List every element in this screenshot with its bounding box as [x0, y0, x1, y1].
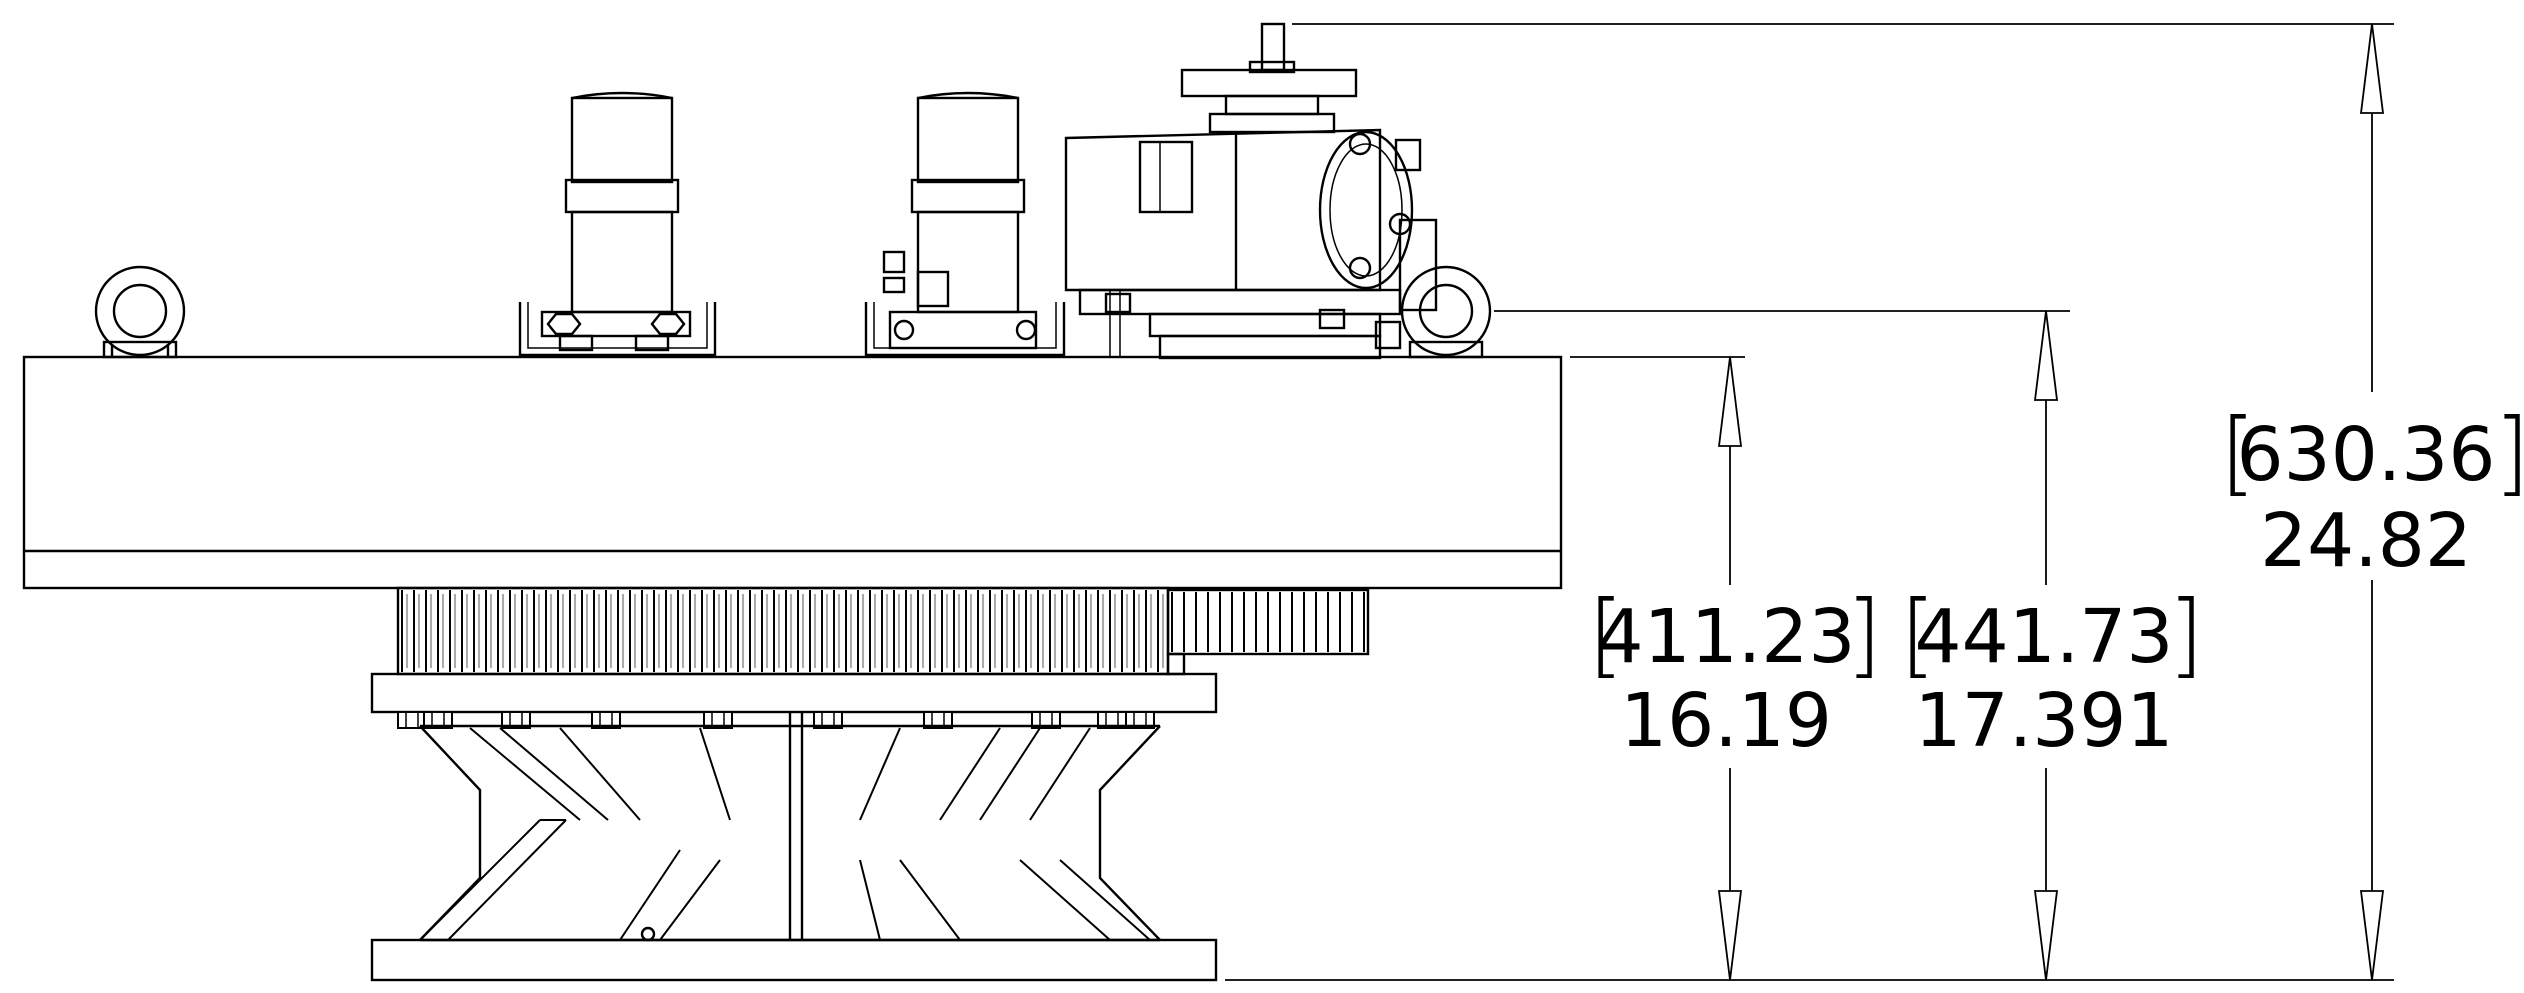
lifting-eye-left — [94, 265, 186, 359]
dimension-2-metric: 441.73 — [1915, 594, 2174, 680]
svg-text:[: [ — [2220, 399, 2256, 506]
svg-text:[: [ — [1588, 581, 1624, 688]
svg-text:]: ] — [2168, 581, 2204, 688]
svg-text:]: ] — [2494, 399, 2524, 506]
bolt-head — [923, 711, 953, 729]
svg-text:[: [ — [1900, 581, 1936, 688]
dimension-lifting-eye: [ ] 441.73 17.391 — [1900, 310, 2204, 981]
upper-flange — [370, 672, 1218, 714]
motor-center — [864, 91, 1066, 357]
dimension-1-imperial: 16.19 — [1620, 678, 1832, 764]
bolt-head — [1097, 711, 1127, 729]
dimension-overall-plate: [ ] 411.23 16.19 — [1588, 356, 1882, 981]
lifting-eye-right — [1400, 265, 1492, 359]
dimension-3-metric: 630.36 — [2237, 412, 2496, 498]
extension-lines — [1225, 23, 2394, 981]
bolt-head — [1125, 711, 1155, 729]
dimension-overall-height: [ ] 630.36 24.82 — [2220, 23, 2524, 981]
bolt-row — [397, 711, 1155, 729]
lower-flange — [370, 938, 1218, 982]
bolt-head — [703, 711, 733, 729]
spool-body — [419, 712, 1161, 942]
dimension-2-imperial: 17.391 — [1915, 678, 2174, 764]
gearbox-assembly — [1064, 22, 1438, 360]
motor-left — [518, 91, 717, 357]
main-plate — [22, 355, 1563, 590]
svg-text:]: ] — [1846, 581, 1882, 688]
ring-gear — [396, 586, 1370, 676]
dimension-3-imperial: 24.82 — [2260, 498, 2472, 584]
dimension-1-metric: 411.23 — [1597, 594, 1856, 680]
